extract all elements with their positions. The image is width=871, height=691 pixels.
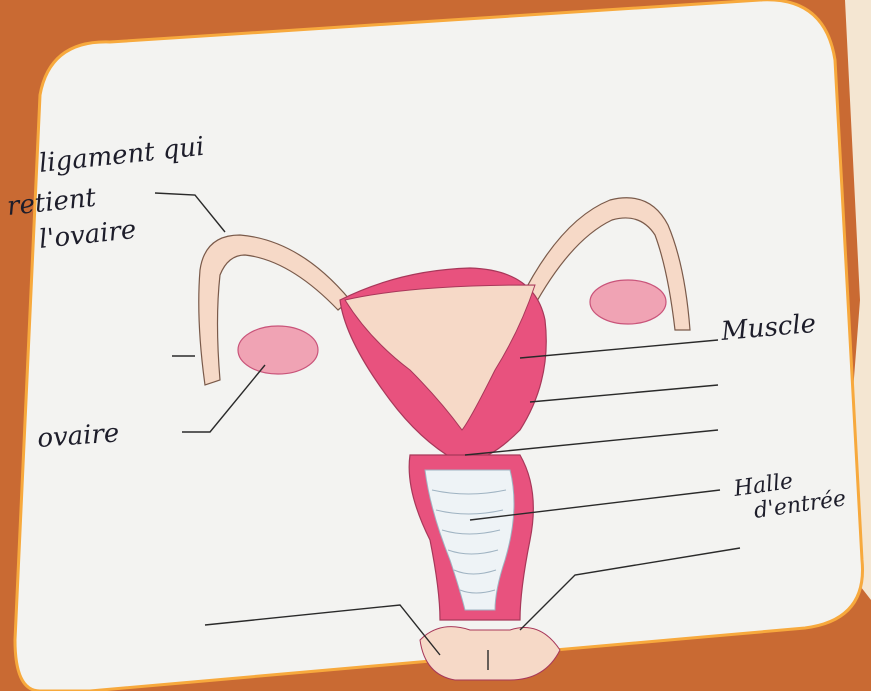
vulva	[420, 627, 560, 680]
label-ovary: ovaire	[36, 418, 120, 454]
left-ovary	[238, 326, 318, 374]
right-ovary	[590, 280, 666, 324]
